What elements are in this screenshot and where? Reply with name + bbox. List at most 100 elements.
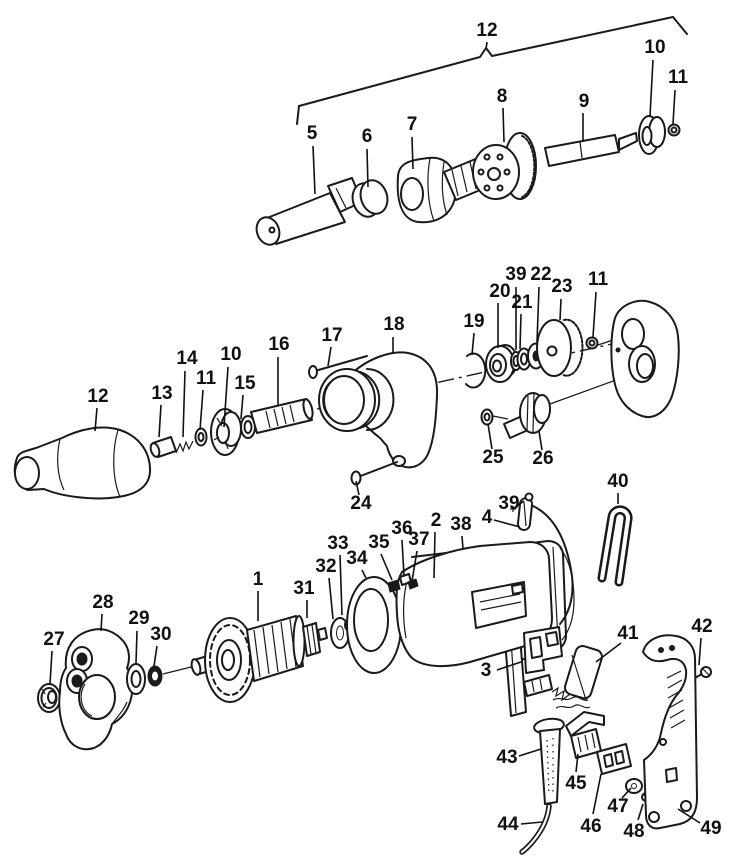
part-label-11-2: 11 <box>668 67 689 88</box>
part-label-48-52: 48 <box>623 821 644 842</box>
part-24-screw <box>350 461 398 486</box>
part-19-retaining-ring <box>465 352 487 389</box>
part-label-37-38: 37 <box>408 529 429 550</box>
leader-line-48-52 <box>637 803 644 821</box>
brush-lead-wires <box>552 696 591 709</box>
leader-line-49-53 <box>677 808 701 824</box>
part-11-washer-mid <box>194 427 208 447</box>
part-label-4-41: 4 <box>482 507 493 528</box>
part-40-bail <box>597 505 633 587</box>
part-2-field-motor <box>395 541 553 668</box>
leader-line-4-41 <box>493 519 521 528</box>
part-label-24-24: 24 <box>350 493 372 514</box>
part-label-33-34: 33 <box>327 533 348 554</box>
part-26-pinion-gear <box>503 392 551 439</box>
power-cord-upper <box>532 505 574 625</box>
part-label-1-31: 1 <box>253 569 264 590</box>
leader-line-8-3 <box>502 107 505 143</box>
part-label-11-23: 11 <box>588 269 609 290</box>
leader-line-12-0 <box>485 41 488 50</box>
part-label-26-26: 26 <box>532 448 553 469</box>
part-label-46-50: 46 <box>580 816 601 837</box>
part-11-ring-top <box>667 123 681 137</box>
leader-line-22-21 <box>536 286 540 343</box>
part-8-chuck-body <box>443 132 537 201</box>
part-label-39-19: 39 <box>505 264 526 285</box>
part-label-19-17: 19 <box>463 311 484 332</box>
leader-line-30-30 <box>153 645 158 667</box>
part-42-screw <box>692 666 712 680</box>
part-label-7-7: 7 <box>407 114 418 135</box>
leader-line-12-8 <box>94 407 98 432</box>
part-28-gear-case <box>58 628 134 751</box>
part-label-49-53: 49 <box>700 818 721 839</box>
part-44-cord <box>519 803 552 855</box>
part-3-switch <box>523 626 571 702</box>
leader-line-32-33 <box>328 577 334 620</box>
part-label-17-15: 17 <box>321 325 342 346</box>
part-10-bearing-mid <box>210 408 242 456</box>
leader-line-42-45 <box>698 637 702 666</box>
part-label-42-45: 42 <box>691 616 712 637</box>
part-label-18-16: 18 <box>383 314 404 335</box>
part-label-22-21: 22 <box>530 264 551 285</box>
part-label-45-49: 45 <box>565 773 587 794</box>
part-label-40-43: 40 <box>607 471 628 492</box>
part-label-9-4: 9 <box>579 91 590 112</box>
part-label-29-29: 29 <box>128 608 149 629</box>
leader-line-43-47 <box>518 748 542 757</box>
part-9-spindle-shaft <box>544 132 638 167</box>
part-18-gear-housing-cover <box>318 351 439 469</box>
leader-line-11-2 <box>672 89 676 125</box>
leader-line-25-25 <box>487 423 493 450</box>
gear-case-rear <box>549 299 680 418</box>
leader-line-27-27 <box>49 650 53 685</box>
part-label-41-44: 41 <box>617 623 639 644</box>
part-label-32-33: 32 <box>315 556 336 577</box>
part-35-brush-holder <box>387 579 401 593</box>
leader-line-2-39 <box>433 531 436 579</box>
leader-line-23-22 <box>559 298 562 321</box>
part-label-13-9: 13 <box>151 383 172 404</box>
leader-line-39-42 <box>516 500 525 507</box>
part-label-16-14: 16 <box>268 334 289 355</box>
leader-line-45-49 <box>575 753 579 773</box>
part-10-bearing-flange-top <box>638 115 666 155</box>
leader-line-3-46 <box>496 661 522 671</box>
part-6-washer <box>351 179 389 218</box>
leader-line-26-26 <box>538 430 543 451</box>
leader-line-24-24 <box>355 480 360 496</box>
part-label-35-36: 35 <box>368 532 390 553</box>
part-49-handle-cover <box>642 634 698 830</box>
part-label-8-3: 8 <box>497 86 508 107</box>
leader-line-15-13 <box>240 394 244 420</box>
part-label-12-0: 12 <box>476 20 497 41</box>
leader-line-10-1 <box>649 59 654 117</box>
part-label-30-30: 30 <box>150 624 171 645</box>
leader-line-5-5 <box>312 145 316 195</box>
part-label-44-48: 44 <box>497 814 519 835</box>
leader-lines-layer <box>49 41 702 825</box>
leader-line-44-48 <box>520 821 543 825</box>
leader-line-37-38 <box>411 550 418 582</box>
leader-line-34-35 <box>361 569 367 579</box>
leader-line-46-50 <box>592 773 602 815</box>
part-label-2-39: 2 <box>431 510 442 531</box>
leader-line-6-6 <box>366 148 369 188</box>
part-label-47-51: 47 <box>607 796 628 817</box>
part-29-bearing <box>126 663 146 695</box>
leader-line-29-29 <box>135 630 138 664</box>
part-17-screw <box>308 355 368 379</box>
part-label-28-28: 28 <box>92 592 113 613</box>
part-1-armature <box>190 615 306 703</box>
part-46-connector <box>596 743 632 775</box>
part-label-5-5: 5 <box>307 123 318 144</box>
part-25-nut <box>480 408 509 426</box>
part-11-ring-mid <box>585 336 599 350</box>
part-label-27-27: 27 <box>43 629 64 650</box>
part-label-34-35: 34 <box>346 548 368 569</box>
leader-line-21-20 <box>519 313 522 350</box>
